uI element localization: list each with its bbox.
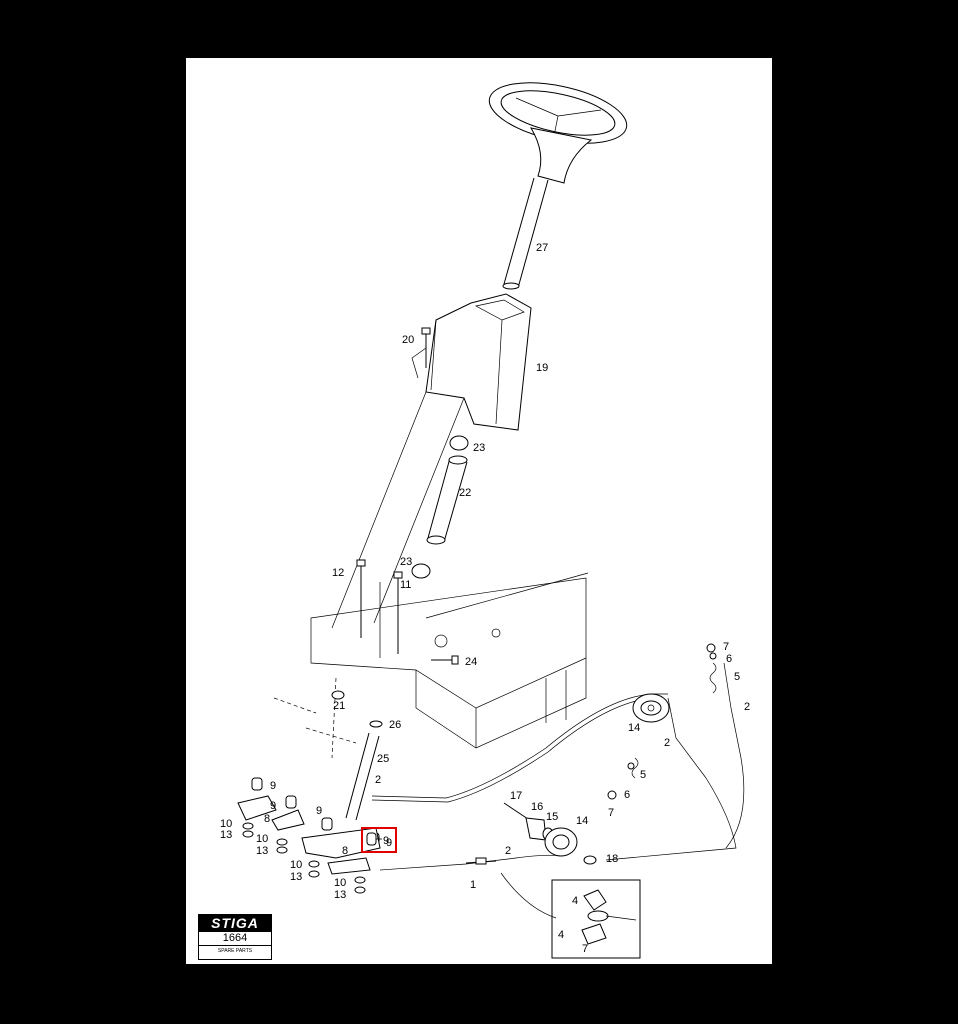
bushing-9b — [285, 795, 297, 809]
highlight-content: 9 — [366, 832, 389, 847]
callout: 21 — [333, 700, 345, 712]
bushing-upper — [449, 435, 469, 451]
callout: 9 — [270, 780, 276, 792]
callout: 24 — [465, 656, 477, 668]
arm-8c — [301, 827, 381, 859]
callout: 5 — [734, 671, 740, 683]
callout: 13 — [290, 871, 302, 883]
cable-upper — [371, 693, 668, 803]
callout: 6 — [726, 653, 732, 665]
callout: 13 — [220, 829, 232, 841]
callout: 26 — [389, 719, 401, 731]
callout: 4 — [558, 929, 564, 941]
nut-21 — [331, 690, 345, 700]
callout: 2 — [664, 737, 670, 749]
diagram-code: 1664 — [199, 932, 271, 946]
callout: 2 — [375, 774, 381, 786]
callout: 7 — [582, 943, 588, 955]
callout: 16 — [531, 801, 543, 813]
callout: 7 — [723, 641, 729, 653]
cable-right — [605, 643, 745, 861]
bolts-12-11 — [356, 559, 403, 658]
callout: 5 — [640, 769, 646, 781]
callout: 8 — [264, 813, 270, 825]
callout: 7 — [608, 807, 614, 819]
bolt-24 — [431, 655, 459, 665]
callout: 10 — [290, 859, 302, 871]
callout: 19 — [536, 362, 548, 374]
callout: 14 — [576, 815, 588, 827]
callout: 2 — [505, 845, 511, 857]
steering-wheel — [488, 82, 628, 184]
callout: 9 — [270, 800, 276, 812]
cable-lower — [379, 854, 562, 919]
callout: 20 — [402, 334, 414, 346]
steering-assembly-diagram: 27 20 19 23 22 23 12 11 24 21 26 25 2 9 … — [220, 82, 750, 959]
frame — [310, 572, 589, 749]
callout: 14 — [628, 722, 640, 734]
callout: 2 — [744, 701, 750, 713]
bushing-9a — [251, 777, 263, 791]
callout: 11 — [400, 579, 411, 591]
arm-8a — [237, 795, 277, 821]
logo-subtitle: SPARE PARTS — [217, 948, 253, 954]
highlight-box[interactable]: 9 — [361, 827, 397, 853]
callout: 18 — [606, 853, 618, 865]
callout: 9 — [386, 837, 392, 849]
column-housing — [331, 293, 532, 629]
callout: 6 — [624, 789, 630, 801]
washer-26 — [369, 720, 383, 728]
callout: 23 — [400, 556, 412, 568]
callout: 8 — [342, 845, 348, 857]
callout: 4 — [572, 895, 578, 907]
arm-8d — [327, 857, 371, 875]
brand-name: STIGA — [199, 915, 271, 932]
inset-detail — [551, 879, 641, 959]
callout: 25 — [377, 753, 389, 765]
tube-22 — [426, 455, 468, 545]
callout: 27 — [536, 242, 548, 254]
callout: 17 — [510, 790, 522, 802]
callout: 22 — [459, 487, 471, 499]
callout: 10 — [256, 833, 268, 845]
lower-pulley-assembly — [503, 802, 597, 865]
upper-shaft — [502, 177, 549, 290]
brand-logo: STIGA 1664 SPARE PARTS — [198, 914, 272, 960]
callout: 10 — [334, 877, 346, 889]
arm-8b — [271, 809, 305, 831]
lower-shaft — [345, 732, 380, 821]
callout: 23 — [473, 442, 485, 454]
callout-labels: 27 20 19 23 22 23 12 11 24 21 26 25 2 9 … — [220, 242, 750, 955]
bushing-lower — [411, 563, 431, 579]
pulley-upper — [632, 693, 670, 723]
bolt-20 — [411, 327, 431, 379]
callout: 10 — [220, 818, 232, 830]
callout: 1 — [470, 879, 476, 891]
bushing-9c — [321, 817, 333, 831]
highlight-label: 9 — [383, 835, 389, 847]
drawing-sheet: 27 20 19 23 22 23 12 11 24 21 26 25 2 9 … — [186, 58, 772, 964]
callout: 9 — [316, 805, 322, 817]
callout: 15 — [546, 811, 558, 823]
callout: 13 — [334, 889, 346, 901]
callout: 13 — [256, 845, 268, 857]
callout: 12 — [332, 567, 344, 579]
